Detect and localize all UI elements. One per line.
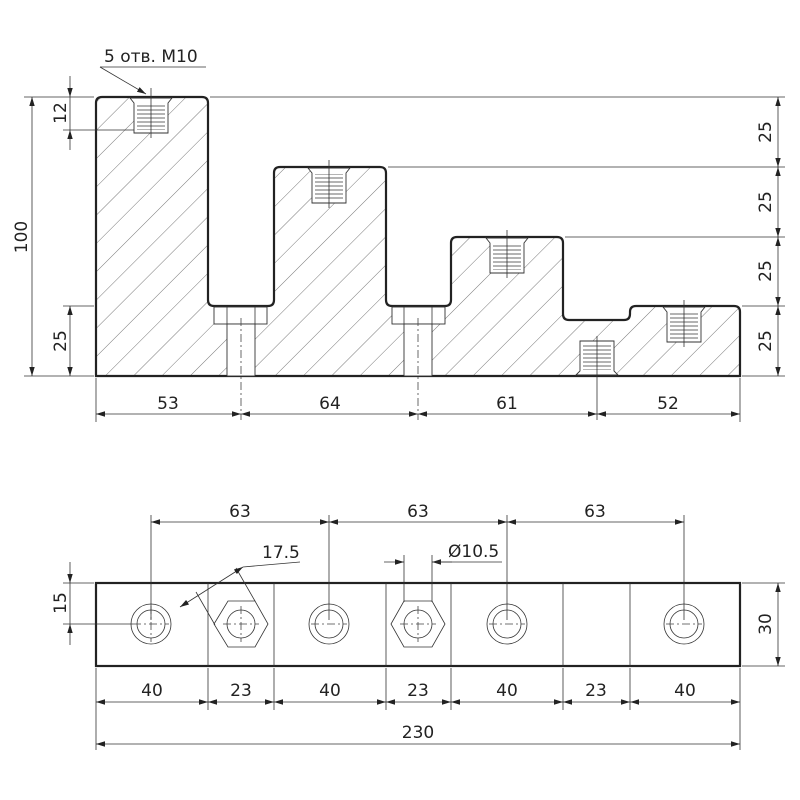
- threaded-hole-4: [662, 300, 706, 347]
- dim-seg-1: 40: [141, 681, 163, 701]
- dim-pitch-2: 63: [407, 502, 429, 522]
- dim-bottom-1: 53: [157, 394, 179, 414]
- dim-seg-6: 23: [585, 681, 607, 701]
- holes-note: 5 отв. M10: [104, 47, 198, 67]
- threaded-hole-5: [574, 336, 620, 420]
- dim-seg-2: 23: [230, 681, 252, 701]
- threaded-hole-2: [307, 160, 351, 208]
- dim-total-length: 230: [402, 723, 434, 743]
- dim-thread-depth: 12: [51, 102, 71, 124]
- dim-seg-3: 40: [319, 681, 341, 701]
- dim-bottom-2: 64: [319, 394, 341, 414]
- dim-right-2: 25: [756, 191, 776, 213]
- dim-right-3: 25: [756, 260, 776, 282]
- hex-bolt-1: [213, 600, 269, 648]
- top-view-outline: [94, 581, 742, 668]
- stepped-body-section: [94, 95, 742, 378]
- dim-hex: 17.5: [262, 543, 300, 563]
- through-hole-2: [391, 306, 446, 420]
- dim-half-width: 15: [51, 592, 71, 614]
- dim-width: 30: [756, 613, 776, 635]
- dim-bottom-4: 52: [657, 394, 679, 414]
- top-view: 63 63 63 17.5 Ø10.5 15 30: [51, 502, 785, 750]
- dim-base-height: 25: [51, 330, 71, 352]
- through-hole-1: [213, 306, 268, 420]
- dim-right-1: 25: [756, 121, 776, 143]
- dim-seg-7: 40: [674, 681, 696, 701]
- dim-pitch-3: 63: [584, 502, 606, 522]
- threaded-hole-3: [485, 230, 529, 278]
- dim-seg-5: 40: [496, 681, 518, 701]
- dim-bottom-3: 61: [496, 394, 518, 414]
- dim-seg-4: 23: [407, 681, 429, 701]
- dim-right-4: 25: [756, 330, 776, 352]
- threaded-hole-1: [129, 88, 173, 138]
- dim-hole-diameter: Ø10.5: [448, 542, 499, 562]
- dim-total-height: 100: [12, 221, 32, 253]
- hex-bolt-2: [390, 600, 446, 648]
- dim-pitch-1: 63: [229, 502, 251, 522]
- front-view: 5 отв. M10 25 25 25 25 100 25 12: [12, 47, 785, 422]
